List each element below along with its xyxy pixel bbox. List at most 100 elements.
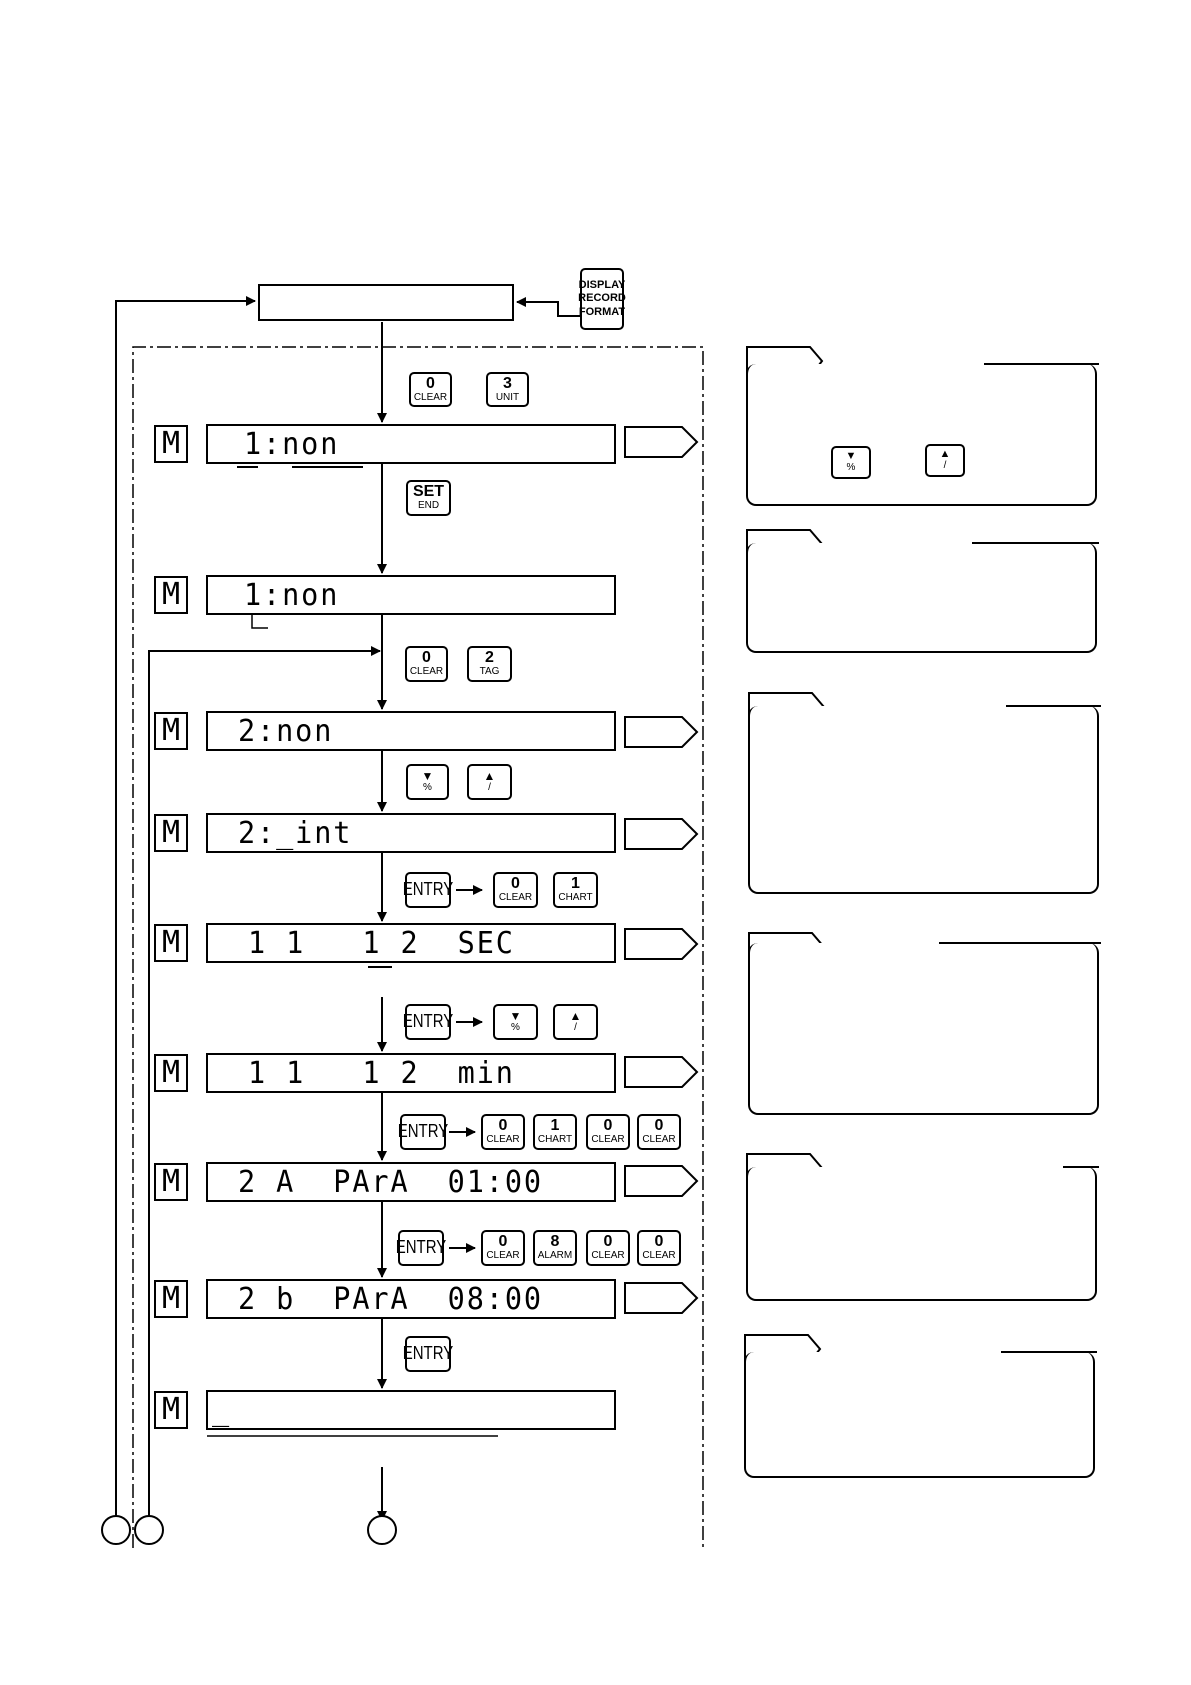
key-bottom: CLEAR: [413, 391, 448, 403]
key-down-percent[interactable]: ▼ %: [831, 446, 871, 479]
down-arrow-icon: ▼: [845, 450, 857, 463]
up-arrow-icon: ▲: [483, 769, 496, 784]
key-top: 0: [603, 1233, 613, 1251]
down-arrow-icon: ▼: [509, 1009, 522, 1024]
key-0-clear[interactable]: 0 CLEAR: [586, 1230, 630, 1266]
connector-circle-c: [367, 1515, 397, 1545]
note-box-2: [746, 542, 1099, 653]
key-bottom: CHART: [558, 892, 593, 904]
display-key-line-1: DISPLAY: [578, 279, 626, 292]
lcd-text: 1:non: [244, 578, 340, 613]
mode-indicator: M: [154, 1391, 188, 1429]
mode-indicator: M: [154, 1054, 188, 1092]
key-0-clear[interactable]: 0 CLEAR: [405, 646, 448, 682]
note-box-6: [744, 1351, 1097, 1478]
key-top: 3: [503, 374, 512, 392]
lcd-text: 1 1 1 2 min: [248, 1056, 515, 1091]
key-top: ENTRY: [402, 1011, 454, 1032]
connector-circle-a: [101, 1515, 131, 1545]
key-1-chart[interactable]: 1 CHART: [533, 1114, 577, 1150]
display-key-line-2: RECORD: [578, 292, 626, 305]
key-bottom: CLEAR: [498, 892, 533, 904]
connector-circle-b: [134, 1515, 164, 1545]
lcd-display-6: 1 1 1 2 min: [206, 1053, 616, 1093]
key-top: ENTRY: [402, 1343, 454, 1364]
key-top: 1: [550, 1117, 560, 1135]
key-top: ENTRY: [395, 1237, 447, 1258]
mode-indicator: M: [154, 576, 188, 614]
key-entry[interactable]: ENTRY: [402, 1004, 454, 1040]
key-set-end[interactable]: SET END: [406, 480, 451, 516]
key-top: ENTRY: [397, 1121, 449, 1142]
key-up-slash[interactable]: ▲ /: [553, 1004, 598, 1040]
up-arrow-icon: ▲: [569, 1009, 582, 1024]
key-1-chart[interactable]: 1 CHART: [553, 872, 598, 908]
mode-indicator: M: [154, 814, 188, 852]
note-box-4: [748, 942, 1101, 1115]
lcd-text: 2:non: [238, 714, 334, 749]
key-bottom: UNIT: [495, 391, 520, 403]
key-0-clear[interactable]: 0 CLEAR: [409, 372, 452, 407]
key-top: 0: [498, 1117, 508, 1135]
key-0-clear[interactable]: 0 CLEAR: [586, 1114, 630, 1150]
key-0-clear[interactable]: 0 CLEAR: [481, 1230, 525, 1266]
key-0-clear[interactable]: 0 CLEAR: [481, 1114, 525, 1150]
key-bottom: /: [488, 782, 491, 794]
note-rule: [984, 363, 1099, 365]
key-top: 0: [654, 1233, 664, 1251]
key-entry[interactable]: ENTRY: [397, 1114, 449, 1150]
lcd-text: 2 A PArA 01:00: [238, 1165, 543, 1200]
key-bottom: TAG: [479, 666, 500, 678]
lcd-display-3: 2:non: [206, 711, 616, 751]
key-entry[interactable]: ENTRY: [403, 872, 453, 908]
key-0-clear[interactable]: 0 CLEAR: [637, 1230, 681, 1266]
mode-indicator: M: [154, 1163, 188, 1201]
key-entry[interactable]: ENTRY: [395, 1230, 447, 1266]
note-rule: [939, 942, 1101, 944]
key-bottom: CHART: [537, 1134, 573, 1146]
key-3-unit[interactable]: 3 UNIT: [486, 372, 529, 407]
key-bottom: CLEAR: [409, 666, 444, 678]
lcd-display-8: 2 b PArA 08:00: [206, 1279, 616, 1319]
key-top: 0: [603, 1117, 613, 1135]
lcd-display-7: 2 A PArA 01:00: [206, 1162, 616, 1202]
key-down-percent[interactable]: ▼ %: [406, 764, 449, 800]
key-up-slash[interactable]: ▲ /: [925, 444, 965, 477]
key-bottom: CLEAR: [591, 1134, 625, 1146]
key-top: SET: [412, 483, 445, 501]
lcd-text: 1 1 1 2 SEC: [248, 926, 515, 961]
key-top: 2: [485, 649, 494, 667]
key-down-percent[interactable]: ▼ %: [493, 1004, 538, 1040]
note-rule: [1006, 705, 1101, 707]
key-top: 0: [498, 1233, 508, 1251]
key-top: 0: [511, 875, 520, 893]
lcd-display-4: 2:_int: [206, 813, 616, 853]
key-0-clear[interactable]: 0 CLEAR: [493, 872, 538, 908]
key-bottom: CLEAR: [591, 1250, 625, 1262]
key-top: 8: [550, 1233, 560, 1251]
key-2-tag[interactable]: 2 TAG: [467, 646, 512, 682]
key-8-alarm[interactable]: 8 ALARM: [533, 1230, 577, 1266]
top-display-box: [258, 284, 514, 321]
key-bottom: CLEAR: [486, 1250, 520, 1262]
key-entry[interactable]: ENTRY: [402, 1336, 454, 1372]
key-top: 0: [654, 1117, 664, 1135]
mode-indicator: M: [154, 425, 188, 463]
mode-indicator: M: [154, 1280, 188, 1318]
key-bottom: /: [574, 1022, 577, 1034]
lcd-text: _: [212, 1393, 232, 1428]
key-bottom: %: [511, 1022, 520, 1034]
key-bottom: %: [846, 462, 856, 474]
lcd-display-2: 1:non: [206, 575, 616, 615]
lcd-display-1: 1:non: [206, 424, 616, 464]
lcd-text: 1:non: [244, 427, 340, 462]
display-record-format-key[interactable]: DISPLAY RECORD FORMAT: [578, 268, 626, 330]
key-bottom: %: [423, 782, 432, 794]
key-top: 0: [422, 649, 431, 667]
key-bottom: CLEAR: [642, 1134, 676, 1146]
lcd-text: 2:_int: [238, 816, 353, 851]
key-0-clear[interactable]: 0 CLEAR: [637, 1114, 681, 1150]
key-up-slash[interactable]: ▲ /: [467, 764, 512, 800]
key-bottom: ALARM: [537, 1250, 573, 1262]
note-rule: [1063, 1166, 1099, 1168]
